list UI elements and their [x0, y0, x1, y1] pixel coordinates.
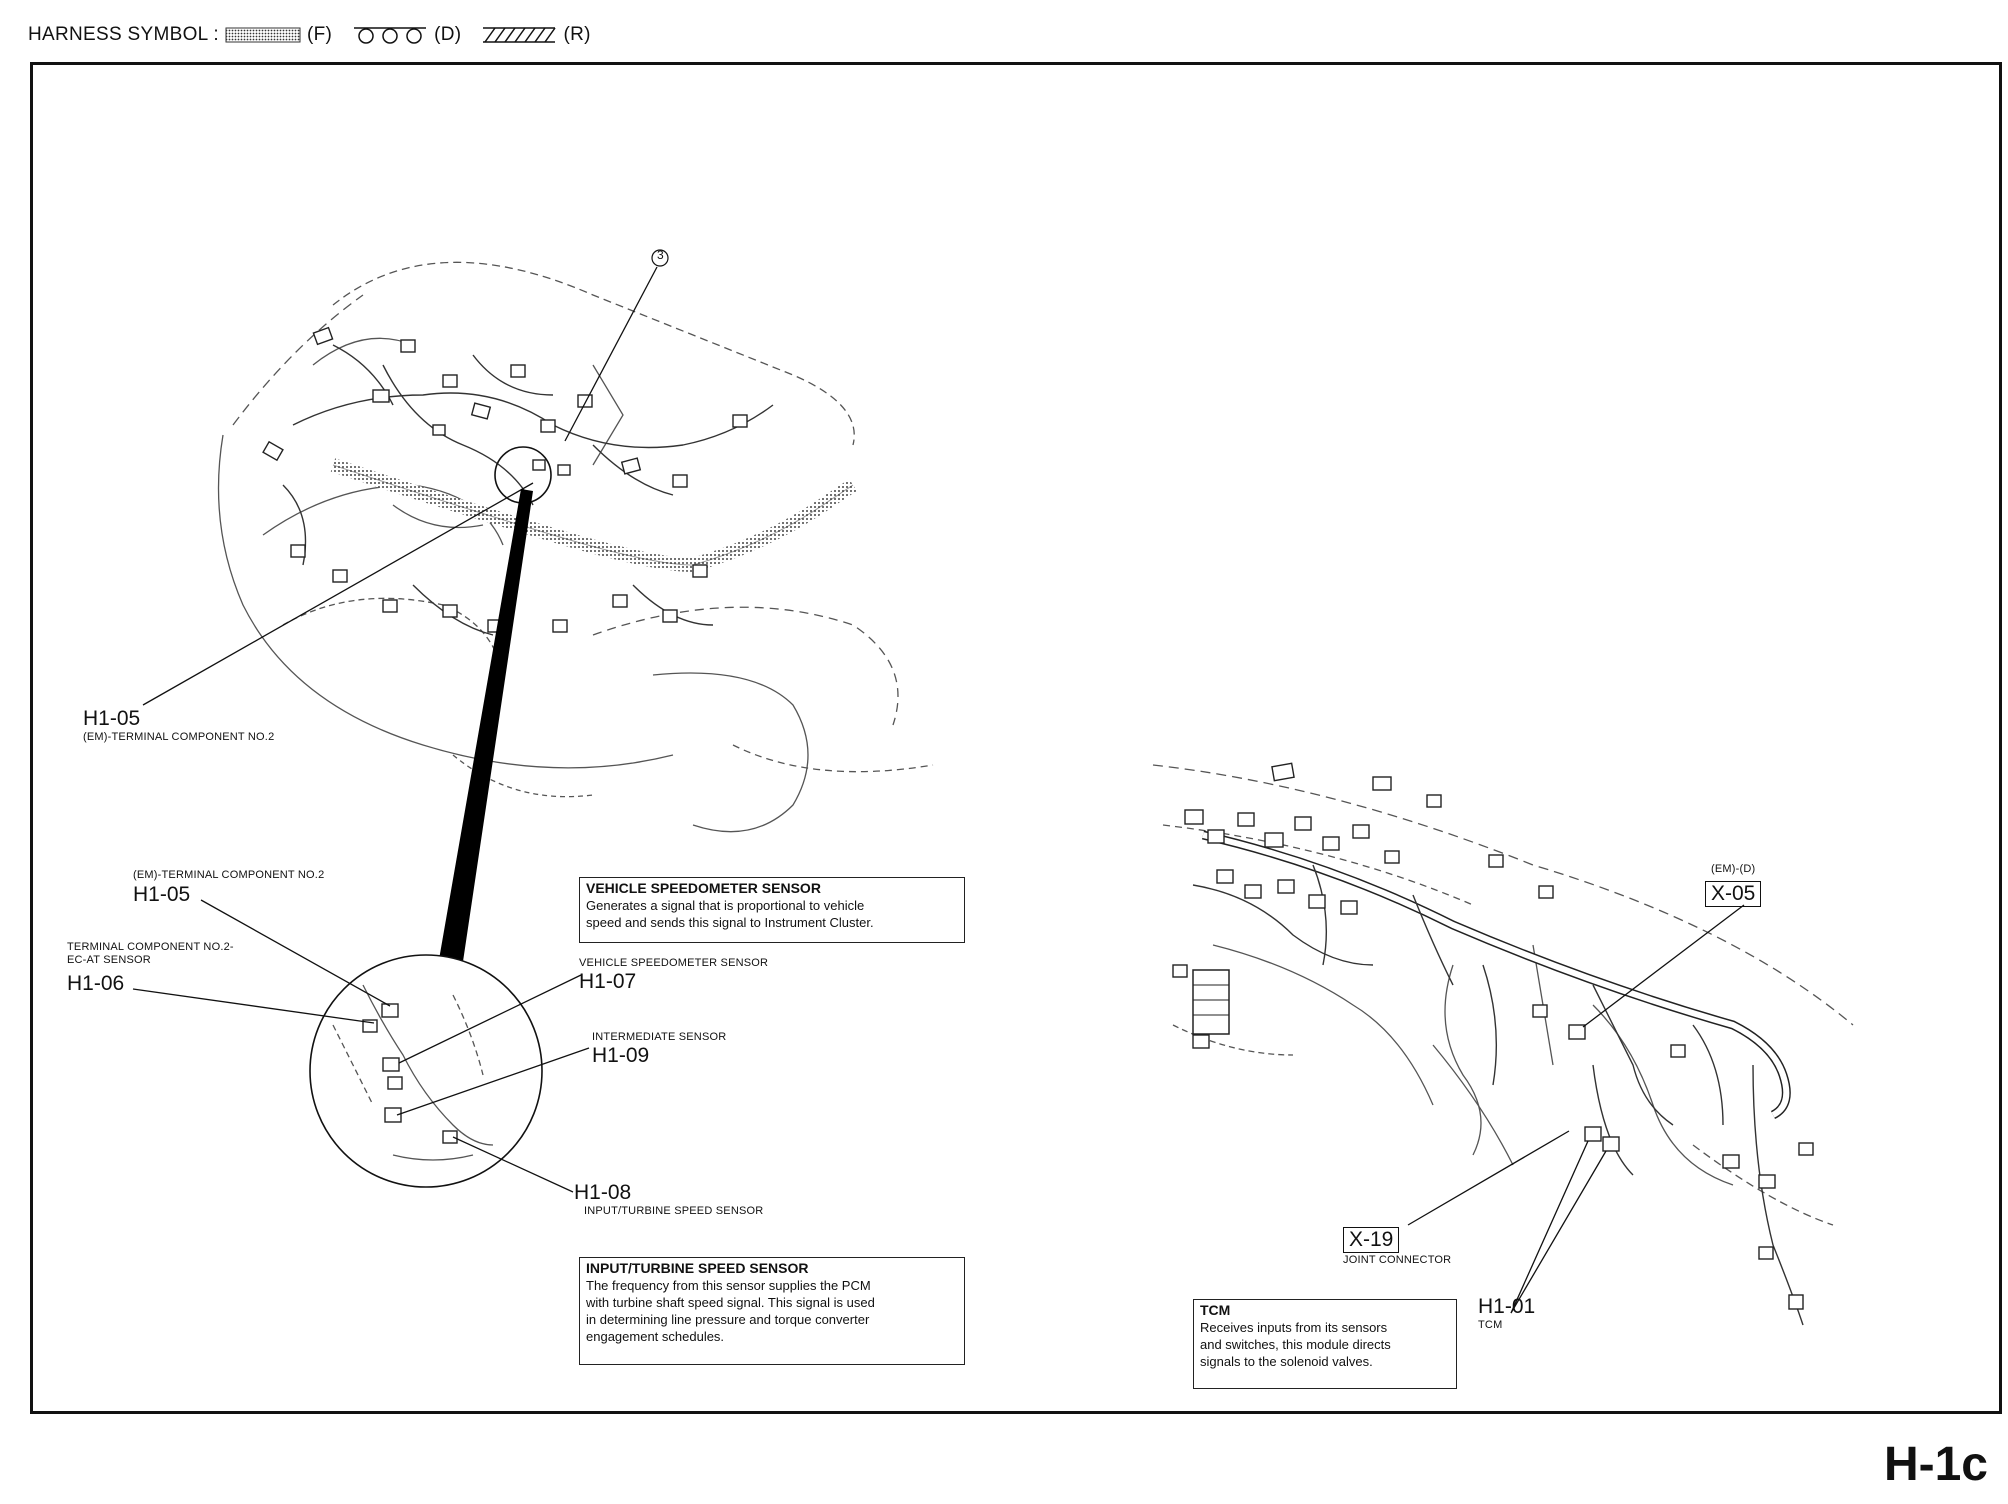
turbine-info-title: INPUT/TURBINE SPEED SENSOR	[586, 1260, 809, 1276]
page-id: H-1c	[1883, 1438, 1988, 1491]
h105-top-code: H1-05	[83, 707, 141, 730]
engine-connectors	[262, 326, 748, 633]
legend-prefix: HARNESS SYMBOL :	[28, 24, 219, 45]
tcm-module	[1192, 969, 1230, 1035]
h105-top-name: (EM)-TERMINAL COMPONENT NO.2	[83, 731, 275, 743]
ref-3-label: 3	[657, 248, 664, 262]
tcm-info-box: TCM Receives inputs from its sensors and…	[1193, 1299, 1457, 1389]
h105-detail-name: (EM)-TERMINAL COMPONENT NO.2	[133, 869, 325, 881]
detail-circle	[309, 954, 543, 1188]
h109-code: H1-09	[592, 1044, 650, 1067]
legend-rear-label: (R)	[563, 24, 591, 45]
engine-harness-wires	[282, 344, 774, 636]
legend-dash-label: (D)	[434, 24, 462, 45]
legend-front-label: (F)	[306, 24, 333, 45]
turbine-info-line3: in determining line pressure and torque …	[586, 1312, 870, 1327]
turbine-info-line4: engagement schedules.	[586, 1329, 725, 1344]
x05-code: X-05	[1705, 881, 1762, 907]
dash-leaders	[1407, 904, 1745, 1314]
h106-name-line1: TERMINAL COMPONENT NO.2-	[67, 941, 234, 953]
harness-symbol-legend: HARNESS SYMBOL : (F) (D) (R)	[28, 24, 591, 46]
detail-drawing	[332, 984, 494, 1161]
tcm-info-line1: Receives inputs from its sensors	[1200, 1320, 1388, 1335]
dash-panel-drawing	[1152, 764, 1854, 1226]
x05-prefix: (EM)-(D)	[1711, 863, 1756, 875]
zoom-wedge	[437, 489, 533, 975]
front-harness-band	[330, 458, 857, 573]
speedometer-info-title: VEHICLE SPEEDOMETER SENSOR	[586, 880, 821, 896]
dash-harness-symbol-icon	[354, 27, 427, 44]
h101-name: TCM	[1478, 1319, 1503, 1331]
dash-connectors	[1172, 762, 1814, 1310]
tcm-info-line2: and switches, this module directs	[1200, 1337, 1391, 1352]
ref-3-circle	[651, 249, 669, 267]
speedometer-info-box: VEHICLE SPEEDOMETER SENSOR Generates a s…	[579, 877, 965, 943]
speedometer-info-line1: Generates a signal that is proportional …	[586, 898, 865, 913]
h108-code: H1-08	[574, 1181, 632, 1204]
h109-name: INTERMEDIATE SENSOR	[592, 1031, 727, 1043]
h101-code: H1-01	[1478, 1295, 1536, 1318]
tcm-info-title: TCM	[1200, 1302, 1231, 1318]
h105-detail-code: H1-05	[133, 883, 191, 906]
detail-leaders	[132, 899, 590, 1193]
wiring-diagram	[132, 249, 1854, 1326]
x19-name: JOINT CONNECTOR	[1343, 1254, 1452, 1266]
h107-name: VEHICLE SPEEDOMETER SENSOR	[579, 957, 769, 969]
h106-code: H1-06	[67, 972, 125, 995]
h108-name: INPUT/TURBINE SPEED SENSOR	[584, 1205, 764, 1217]
diagram-frame: 3 H1-05 (EM)-TERMINAL COMPONENT NO.2 (EM…	[30, 62, 2002, 1414]
detail-connectors	[362, 1003, 458, 1144]
rear-harness-symbol-icon	[483, 27, 557, 43]
h107-code: H1-07	[579, 970, 637, 993]
turbine-info-line2: with turbine shaft speed signal. This si…	[586, 1295, 875, 1310]
h106-name-line2: EC-AT SENSOR	[67, 954, 151, 966]
x19-code: X-19	[1343, 1227, 1400, 1253]
ref-3-leader	[564, 266, 658, 442]
turbine-info-box: INPUT/TURBINE SPEED SENSOR The frequency…	[579, 1257, 965, 1365]
speedometer-info-line2: speed and sends this signal to Instrumen…	[586, 915, 874, 930]
turbine-info-line1: The frequency from this sensor supplies …	[586, 1278, 871, 1293]
tcm-info-line3: signals to the solenoid valves.	[1200, 1354, 1373, 1369]
tcm-module-ribs	[1193, 984, 1229, 1016]
h105-top-leader	[142, 482, 534, 706]
front-harness-symbol-icon	[225, 27, 301, 43]
